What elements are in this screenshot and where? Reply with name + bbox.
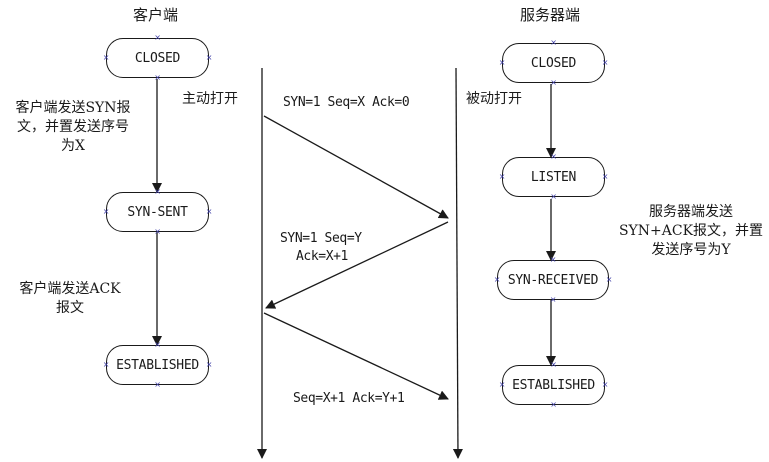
note-line: 客户端发送ACK: [19, 281, 121, 297]
state-label: LISTEN: [530, 169, 577, 185]
connector-marker: ×: [550, 78, 557, 87]
note-line: 文，并置发送序号: [17, 119, 129, 135]
message-label-synack: SYN=1 Seq=Y Ack=X+1: [280, 230, 362, 266]
message-line: SYN=1 Seq=Y: [280, 231, 362, 246]
passive-open-label: 被动打开: [466, 91, 522, 107]
state-label: ESTABLISHED: [512, 377, 595, 393]
connector-marker: ×: [550, 400, 557, 409]
connector-marker: ×: [601, 380, 609, 389]
state-label: SYN-RECEIVED: [507, 272, 599, 288]
state-label: SYN-SENT: [127, 204, 188, 220]
server-title: 服务器端: [520, 6, 581, 24]
connector-marker: ×: [205, 360, 213, 369]
server-state-syn-received: SYN-RECEIVED × × × ×: [494, 256, 613, 304]
connector-marker: ×: [154, 73, 161, 82]
connector-marker: ×: [498, 172, 506, 181]
client-state-established: ESTABLISHED × × × ×: [103, 341, 213, 389]
connector-marker: ×: [498, 58, 506, 67]
connector-marker: ×: [550, 360, 557, 369]
client-send-ack-note: 客户端发送ACK 报文: [6, 280, 134, 318]
connector-marker: ×: [102, 360, 110, 369]
active-open-label: 主动打开: [182, 91, 238, 107]
connector-marker: ×: [549, 255, 557, 264]
note-line: 报文: [56, 300, 84, 316]
connector-marker: ×: [102, 207, 110, 216]
note-line: 服务器端发送: [649, 204, 733, 220]
connector-marker: ×: [493, 275, 501, 284]
client-state-syn-sent: SYN-SENT × × × ×: [103, 188, 213, 236]
client-send-syn-note: 客户端发送SYN报 文，并置发送序号 为X: [4, 99, 142, 156]
server-send-synack-note: 服务器端发送 SYN+ACK报文，并置 发送序号为Y: [616, 203, 766, 260]
connector-marker: ×: [154, 340, 161, 349]
state-label: CLOSED: [530, 55, 577, 71]
state-label: CLOSED: [134, 50, 181, 66]
connector-marker: ×: [498, 380, 506, 389]
client-state-closed: CLOSED × × × ×: [103, 34, 213, 82]
server-state-listen: LISTEN × × × ×: [499, 153, 609, 201]
connector-marker: ×: [549, 295, 557, 304]
message-arrow-syn: [263, 115, 449, 219]
server-timeline: [452, 67, 463, 459]
message-arrow-synack: [265, 221, 449, 309]
connector-marker: ×: [154, 33, 161, 42]
message-arrow-ack: [263, 312, 449, 400]
connector-marker: ×: [205, 53, 213, 62]
connector-marker: ×: [205, 207, 213, 216]
connector-marker: ×: [550, 152, 557, 161]
connector-marker: ×: [154, 227, 161, 236]
connector-marker: ×: [550, 38, 557, 47]
client-title: 客户端: [133, 6, 179, 24]
connector-marker: ×: [605, 275, 613, 284]
message-line: Ack=X+1: [296, 249, 348, 264]
note-line: 发送序号为Y: [651, 242, 731, 258]
server-state-closed: CLOSED × × × ×: [499, 39, 609, 87]
connector-marker: ×: [154, 380, 161, 389]
connector-marker: ×: [601, 172, 609, 181]
note-line: 客户端发送SYN报: [15, 100, 131, 116]
connector-marker: ×: [601, 58, 609, 67]
message-label-syn: SYN=1 Seq=X Ack=0: [283, 95, 410, 110]
note-line: 为X: [61, 138, 85, 154]
state-label: ESTABLISHED: [116, 357, 199, 373]
message-label-ack: Seq=X+1 Ack=Y+1: [293, 391, 405, 406]
connector-marker: ×: [102, 53, 110, 62]
note-line: SYN+ACK报文，并置: [618, 223, 764, 239]
connector-marker: ×: [550, 192, 557, 201]
connector-marker: ×: [154, 187, 161, 196]
server-state-established: ESTABLISHED × × × ×: [499, 361, 609, 409]
